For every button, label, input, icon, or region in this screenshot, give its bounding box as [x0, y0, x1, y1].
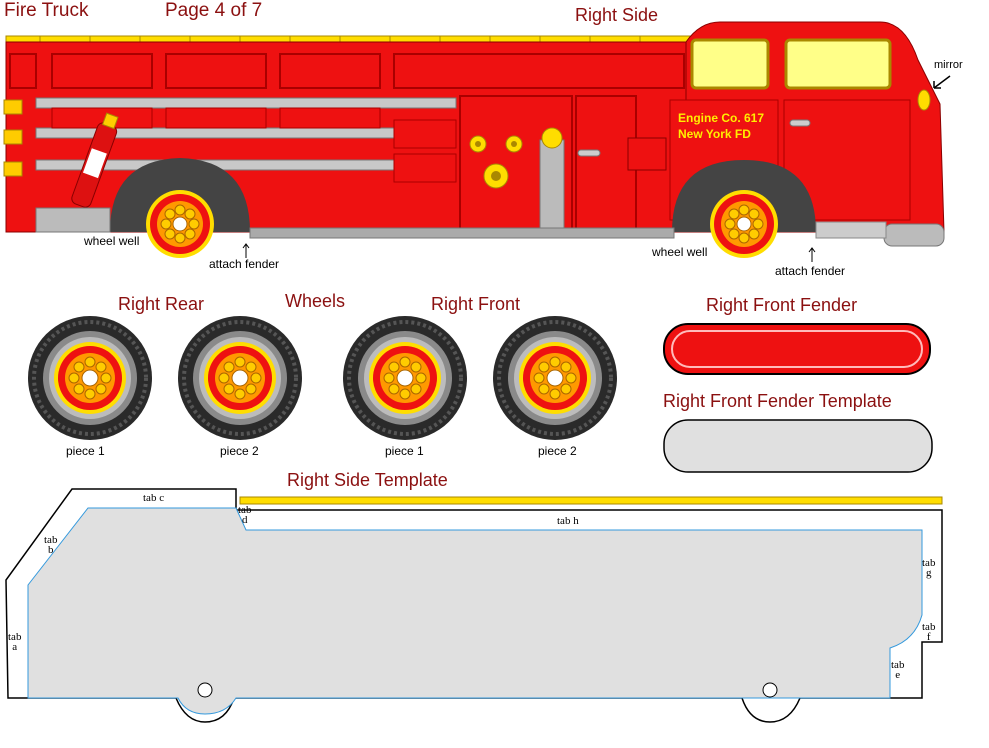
right-side-template — [5, 488, 943, 723]
right-front-wheel-piece-1 — [341, 314, 469, 442]
right-rear-wheel-piece-1 — [26, 314, 154, 442]
door-text-engine: Engine Co. 617 — [678, 111, 765, 125]
tab-c-label: tab c — [143, 492, 165, 504]
mirror-label: mirror — [934, 59, 963, 71]
right-front-heading: Right Front — [431, 294, 521, 314]
door-text-fd: New York FD — [678, 127, 751, 141]
right-rear-wheel-piece-2 — [176, 314, 304, 442]
wheels-heading: Wheels — [285, 291, 346, 311]
right-rear-heading: Right Rear — [118, 294, 205, 314]
right-front-fender-template — [663, 419, 933, 473]
fire-truck-illustration — [3, 21, 951, 262]
piece-1-front-label: piece 1 — [385, 444, 424, 458]
piece-1-rear-label: piece 1 — [66, 444, 105, 458]
wheel-well-rear-label: wheel well — [84, 234, 140, 248]
document-title: Fire Truck — [4, 0, 89, 21]
right-front-fender — [663, 323, 931, 375]
page-indicator: Page 4 of 7 — [165, 0, 263, 21]
tab-h-label: tab h — [557, 515, 579, 527]
right-front-wheel-piece-2 — [491, 314, 619, 442]
wheel-well-front-label: wheel well — [652, 245, 708, 259]
attach-fender-rear-label: attach fender — [209, 257, 280, 271]
fender-template-heading: Right Front Fender Template — [663, 391, 892, 411]
fender-heading: Right Front Fender — [706, 295, 858, 315]
piece-2-front-label: piece 2 — [538, 444, 577, 458]
piece-2-rear-label: piece 2 — [220, 444, 259, 458]
side-template-heading: Right Side Template — [287, 470, 448, 490]
right-side-heading: Right Side — [575, 5, 659, 25]
attach-fender-front-label: attach fender — [775, 264, 846, 278]
